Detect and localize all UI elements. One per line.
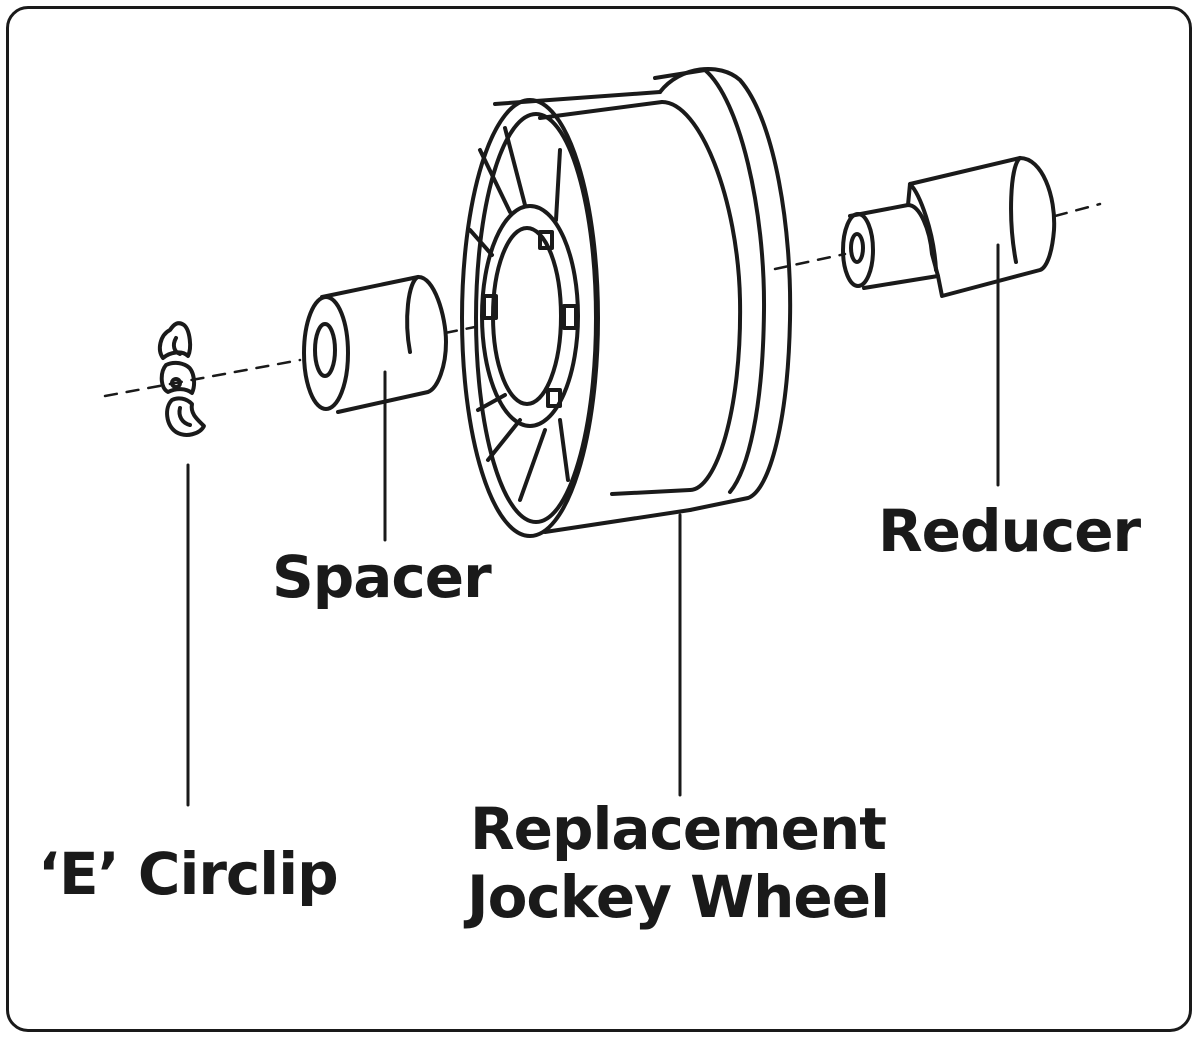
jockey-wheel-label-line2: Jockey Wheel [467, 862, 890, 931]
axis-line [103, 202, 1102, 398]
circlip-label: ‘E’ Circlip [38, 840, 339, 908]
reducer-label: Reducer [878, 497, 1141, 565]
circlip-part [157, 321, 206, 437]
jockey-wheel-part [460, 66, 793, 538]
spacer-part [302, 275, 448, 414]
spacer-label: Spacer [272, 543, 492, 611]
reducer-part [841, 156, 1057, 298]
leader-lines [186, 243, 1000, 807]
diagram-frame [6, 6, 1192, 1032]
jockey-wheel-label-line1: Replacement [469, 795, 887, 863]
jockey-wheel-label: Replacement Jockey Wheel [448, 795, 908, 932]
